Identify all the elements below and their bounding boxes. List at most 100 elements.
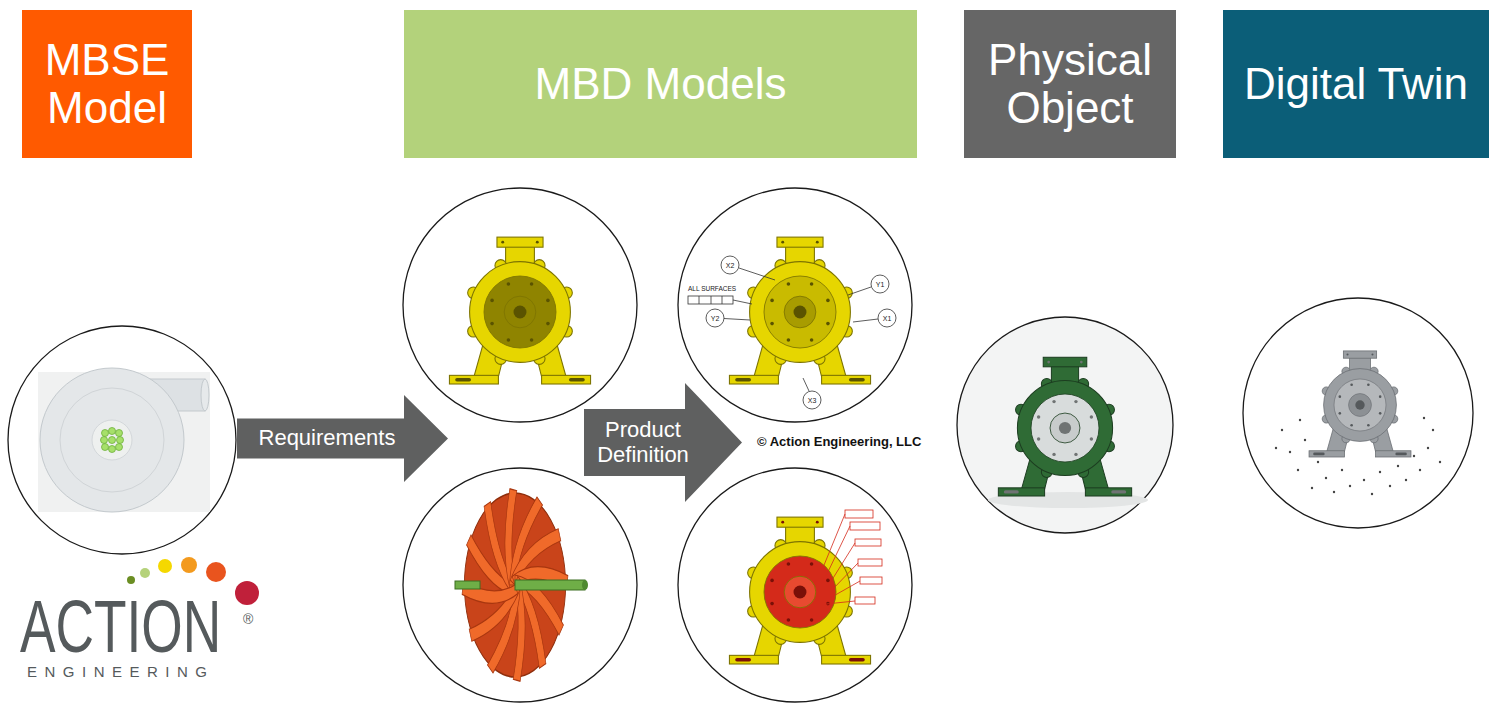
system-model-picture [116,430,123,437]
digital-twin-picture [1363,479,1365,481]
impeller-model-picture [455,484,588,686]
logo-dots [158,559,172,573]
impeller-model-picture [455,581,480,589]
annotated-model-picture [699,296,700,304]
digital-twin-picture [1389,485,1391,487]
digital-twin-picture [1371,493,1373,495]
logo-dots [140,568,150,578]
flow-arrow: Requirements [237,395,448,482]
digital-twin-picture [1333,491,1335,493]
picture-frames [1243,298,1473,528]
digital-twin-picture [1405,479,1407,481]
annotated-flange-picture [855,597,875,604]
digital-twin-picture [1281,429,1283,431]
digital-twin-picture [1419,469,1421,471]
impeller-model-picture [515,580,585,590]
impeller-model-picture [582,580,588,590]
annotated-flange-picture [845,510,873,518]
annotated-model-picture [721,256,739,274]
system-model-picture [109,446,116,453]
header-text: Digital Twin [1244,60,1468,108]
logo-subtitle: ENGINEERING [27,664,215,679]
callout-balloon-label: X1 [883,315,892,322]
arrow-label: Product Definition [584,418,702,466]
annotated-model-picture [729,237,870,384]
digital-twin-picture [1423,417,1425,419]
annotated-model-picture [878,309,896,327]
picture-frames [678,188,912,422]
picture-frames [678,468,912,702]
system-model-picture [101,428,124,453]
header-box: Physical Object [964,10,1176,158]
logo-wordmark: ACTION [20,590,300,664]
callout-balloon-label: X3 [808,397,817,404]
callout-balloon-label: Y2 [711,315,720,322]
physical-pump-picture [998,357,1131,496]
system-model-picture [116,444,123,451]
digital-twin-picture [1413,455,1415,457]
system-model-picture [38,368,210,512]
impeller-model-picture [467,560,520,666]
annotated-model-picture [724,319,750,321]
digital-twin-picture [1325,477,1327,479]
callout-balloon-label: X3 [808,397,817,404]
annotated-model-picture [803,378,809,391]
digital-twin-picture [1432,429,1434,431]
digital-twin-picture [1311,487,1313,489]
annotated-flange-picture [860,577,882,584]
system-model-picture [117,437,124,444]
system-model-picture [109,437,116,444]
picture-frames [403,188,637,422]
annotated-flange-picture [822,510,882,604]
header-text: Physical Object [972,36,1168,133]
callout-balloon-label: Y1 [876,281,885,288]
picture-frames [8,326,236,554]
annotated-model-picture [803,391,821,409]
digital-twin-picture [1275,351,1441,495]
annotated-model-picture [706,309,724,327]
callout-balloon-label: Y2 [711,315,720,322]
registered-mark: ® [243,612,253,626]
system-model-picture [92,420,132,460]
picture-frames [8,188,1473,702]
copyright-notice: © Action Engineering, LLC [757,435,921,448]
annotated-flange-picture [855,539,881,546]
annotated-flange-picture [830,543,855,583]
digital-twin-picture [1341,469,1343,471]
annotated-flange-picture [729,510,882,664]
annotated-model-picture [711,296,712,304]
annotated-model-picture [688,256,896,409]
digital-twin-picture [1397,465,1399,467]
casing-model-picture [449,237,590,384]
annotated-model-picture [724,268,878,391]
annotated-flange-picture [826,526,850,576]
annotated-flange-picture [822,514,845,570]
physical-pump-picture [988,357,1148,508]
header-text: MBSE Model [30,36,184,133]
logo-dots [127,576,135,584]
annotated-flange-picture [830,581,860,598]
annotated-model-picture [688,237,896,409]
logo-dots [235,581,259,605]
digital-twin-picture [1427,447,1429,449]
annotated-flange-picture [826,601,855,604]
impeller-model-picture [459,542,517,638]
header-box: MBD Models [404,10,917,158]
digital-twin-picture [1304,439,1306,441]
logo-dots [181,557,197,573]
registered-mark: ® [243,612,253,626]
digital-twin-picture [1439,461,1441,463]
callout-balloon-label: Y1 [876,281,885,288]
picture-frames [403,468,637,702]
annotated-flange-picture [858,559,882,566]
digital-twin-picture [1379,471,1381,473]
digital-twin-picture [1289,451,1291,453]
picture-frames [957,317,1173,533]
arrow-shape [584,383,742,502]
logo-wordmark: ACTION [20,590,221,664]
annotated-model-picture [739,268,775,280]
flow-arrow: Product Definition [584,383,742,502]
annotated-model-picture [733,300,752,304]
